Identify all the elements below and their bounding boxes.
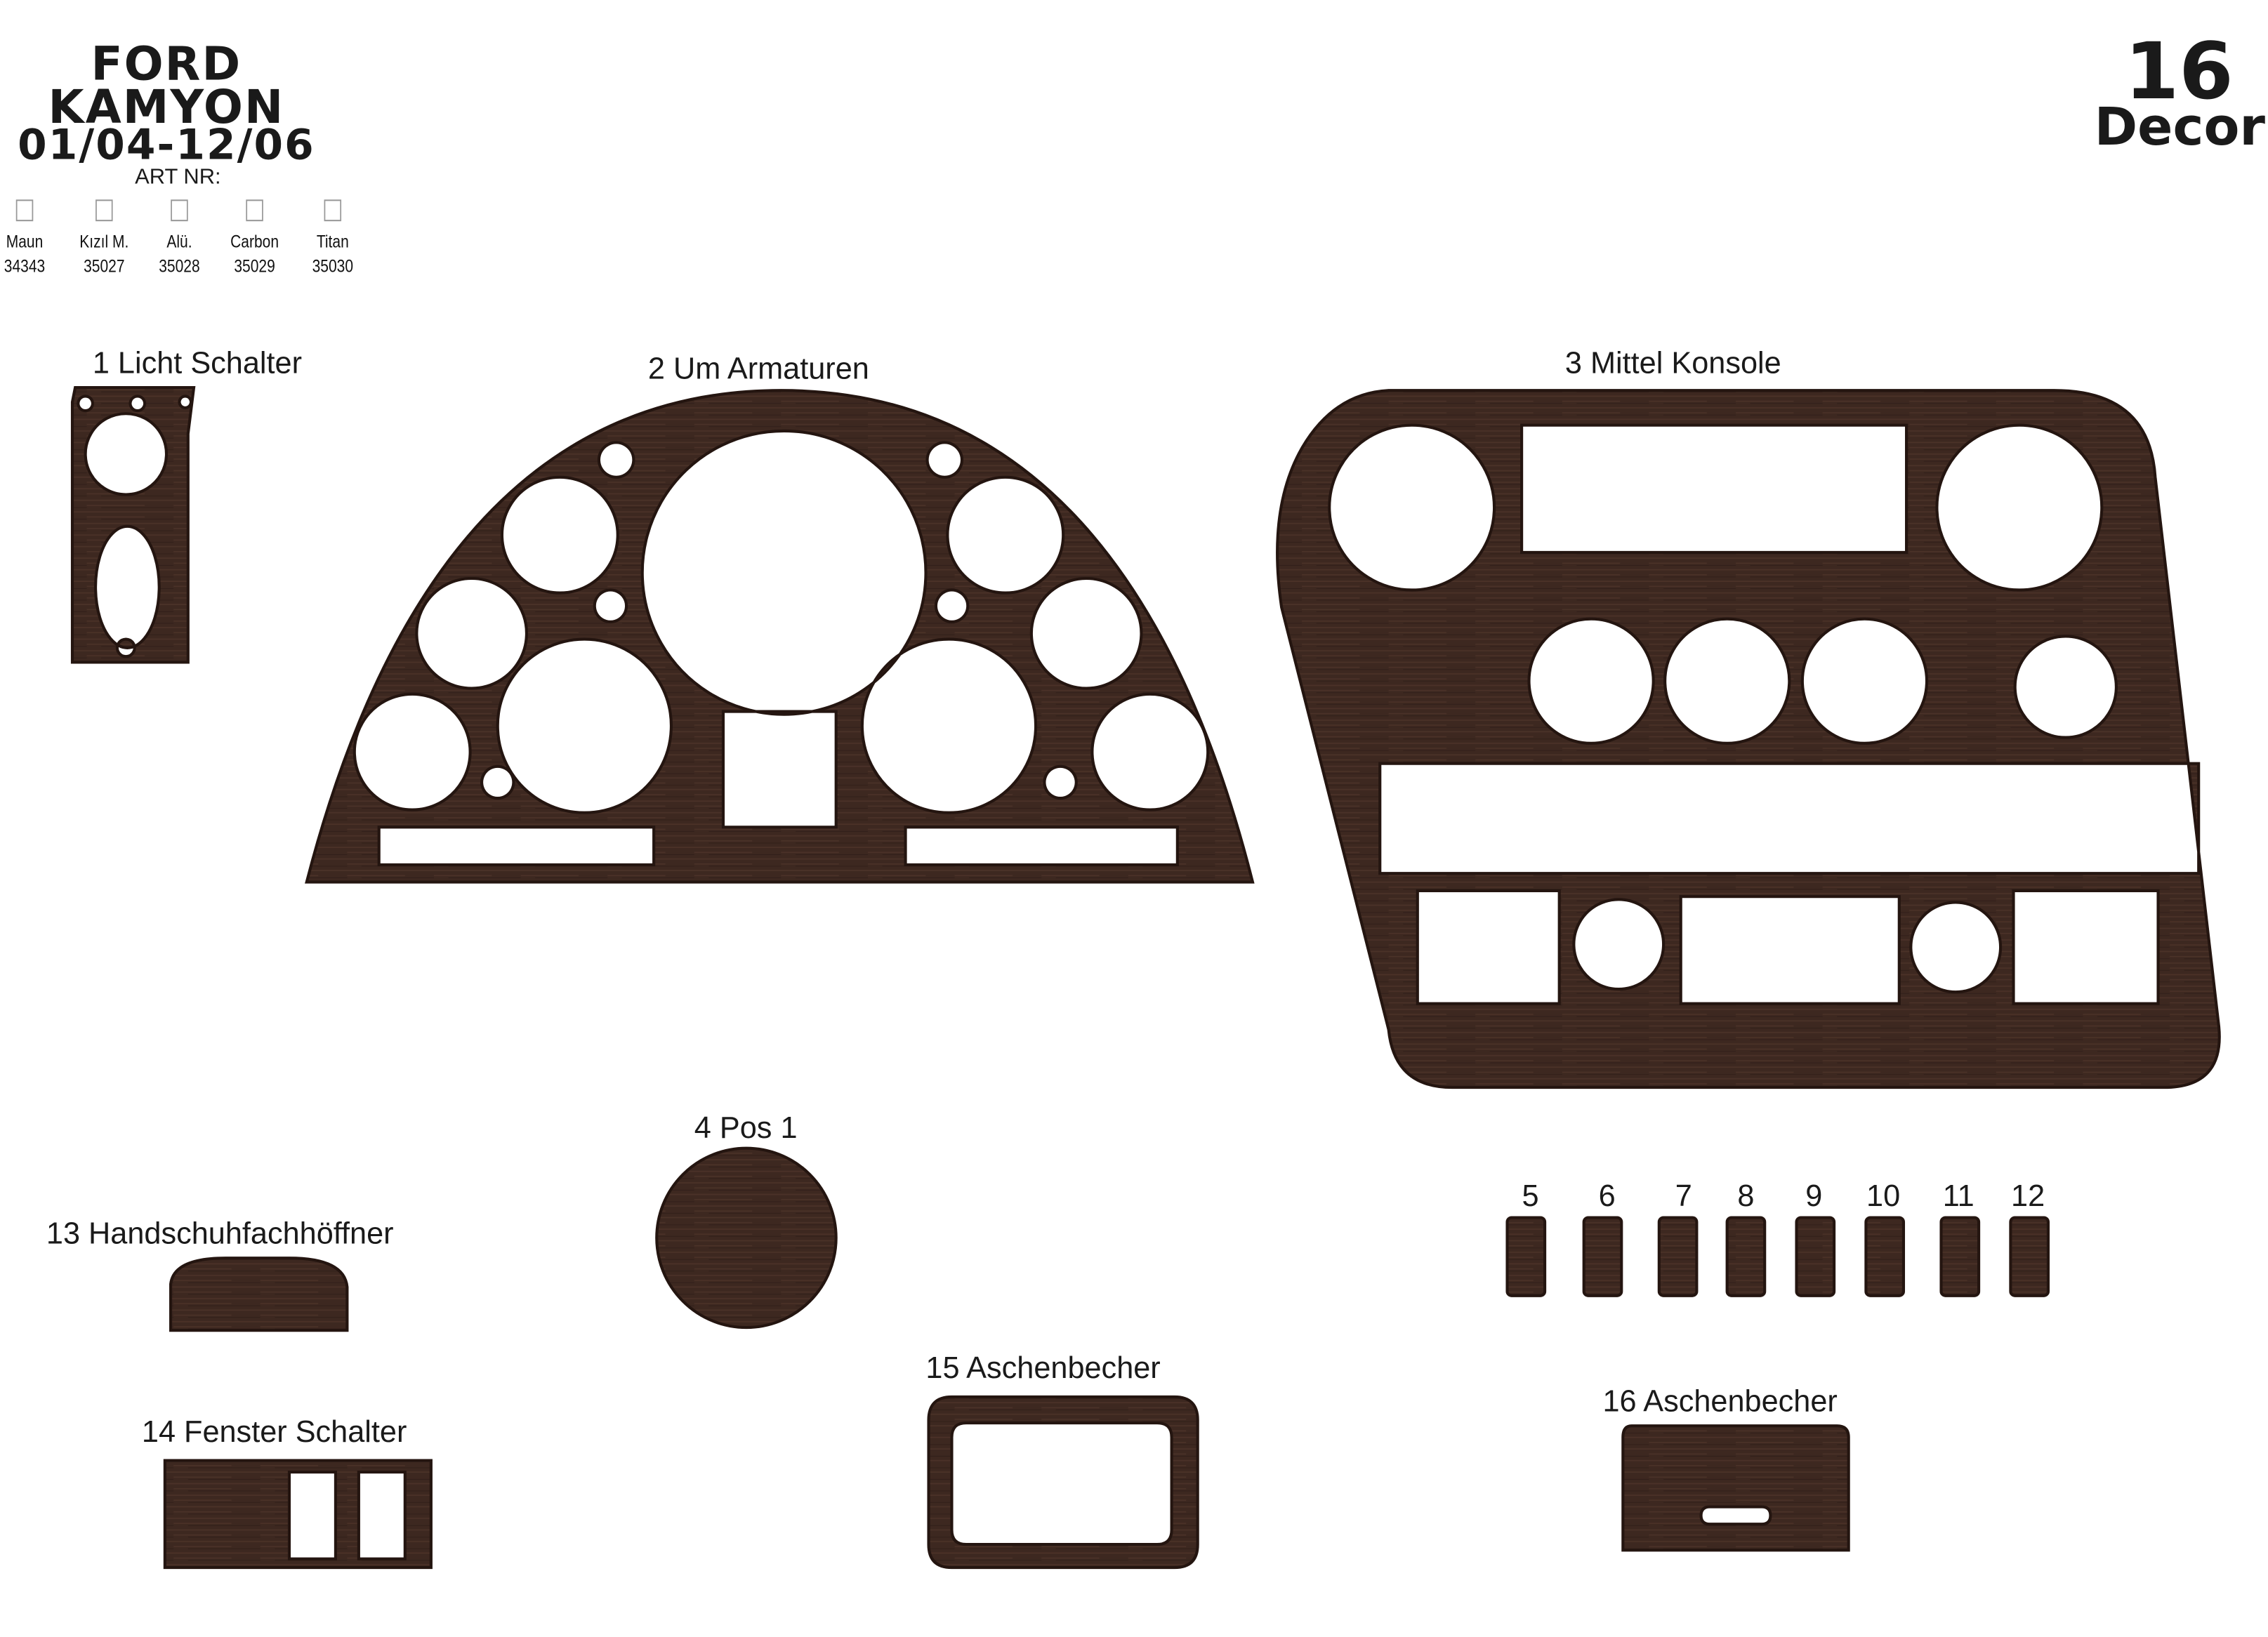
part-16-aschenbecher bbox=[1621, 1424, 1850, 1552]
part-label-13: 13 Handschuhfachhöffner bbox=[46, 1217, 394, 1251]
material-code: 35030 bbox=[312, 256, 354, 277]
material-option-maun[interactable]: Maun 34343 bbox=[0, 199, 55, 279]
part-label-1: 1 Licht Schalter bbox=[92, 347, 303, 380]
material-code: 35027 bbox=[84, 256, 125, 277]
part-label-2: 2 Um Armaturen bbox=[647, 352, 869, 387]
part-label-16: 16 Aschenbecher bbox=[1602, 1385, 1838, 1419]
material-name: Kızıl M. bbox=[79, 231, 129, 252]
decor-count: 16 bbox=[2124, 26, 2234, 117]
part-6-switch-cover bbox=[1582, 1216, 1623, 1297]
part-11-switch-cover bbox=[1939, 1216, 1981, 1297]
material-option-alu[interactable]: Alü. 35028 bbox=[149, 199, 211, 279]
part-label-11: 11 bbox=[1942, 1179, 1974, 1214]
material-option-titan[interactable]: Titan 35030 bbox=[302, 199, 364, 279]
part-label-14: 14 Fenster Schalter bbox=[141, 1415, 407, 1450]
part-5-switch-cover bbox=[1505, 1216, 1547, 1297]
part-14-fenster-schalter bbox=[163, 1459, 433, 1570]
part-13-handschuhfach bbox=[169, 1257, 349, 1332]
brand-title: FORD bbox=[91, 36, 242, 91]
part-label-6: 6 bbox=[1598, 1179, 1616, 1214]
material-name: Alü. bbox=[166, 231, 192, 252]
part-1-licht-schalter bbox=[70, 386, 196, 664]
part-label-15: 15 Aschenbecher bbox=[925, 1352, 1161, 1386]
part-2-um-armaturen bbox=[305, 389, 1255, 884]
material-name: Maun bbox=[6, 231, 44, 252]
decor-label: Decor bbox=[2094, 98, 2265, 158]
part-label-5: 5 bbox=[1522, 1179, 1539, 1214]
part-12-switch-cover bbox=[2009, 1216, 2050, 1297]
part-label-4: 4 Pos 1 bbox=[694, 1112, 798, 1146]
material-option-carbon[interactable]: Carbon 35029 bbox=[224, 199, 286, 279]
material-name: Carbon bbox=[230, 231, 279, 252]
material-option-kizil[interactable]: Kızıl M. 35027 bbox=[74, 199, 136, 279]
part-3-mittel-konsole bbox=[1276, 389, 2221, 1089]
art-nr-label: ART NR: bbox=[135, 164, 221, 190]
model-title: KAMYON bbox=[48, 79, 285, 135]
years-title: 01/04-12/06 bbox=[18, 119, 315, 170]
part-label-12: 12 bbox=[2011, 1179, 2045, 1214]
part-8-switch-cover bbox=[1725, 1216, 1767, 1297]
part-label-3: 3 Mittel Konsole bbox=[1564, 347, 1781, 380]
part-label-8: 8 bbox=[1737, 1179, 1755, 1214]
part-15-aschenbecher bbox=[927, 1395, 1199, 1570]
checkbox-alu[interactable] bbox=[171, 199, 188, 222]
part-label-10: 10 bbox=[1866, 1179, 1901, 1214]
material-code: 35029 bbox=[234, 256, 275, 277]
part-7-switch-cover bbox=[1657, 1216, 1699, 1297]
part-10-switch-cover bbox=[1864, 1216, 1906, 1297]
part-4-pos-1 bbox=[655, 1146, 838, 1330]
material-code: 35028 bbox=[159, 256, 200, 277]
material-code: 34343 bbox=[4, 256, 46, 277]
part-label-9: 9 bbox=[1805, 1179, 1823, 1214]
checkbox-titan[interactable] bbox=[324, 199, 342, 222]
material-name: Titan bbox=[316, 231, 349, 252]
part-label-7: 7 bbox=[1675, 1179, 1692, 1214]
part-9-switch-cover bbox=[1795, 1216, 1836, 1297]
checkbox-carbon[interactable] bbox=[246, 199, 263, 222]
checkbox-kizil[interactable] bbox=[95, 199, 113, 222]
checkbox-maun[interactable] bbox=[15, 199, 34, 222]
